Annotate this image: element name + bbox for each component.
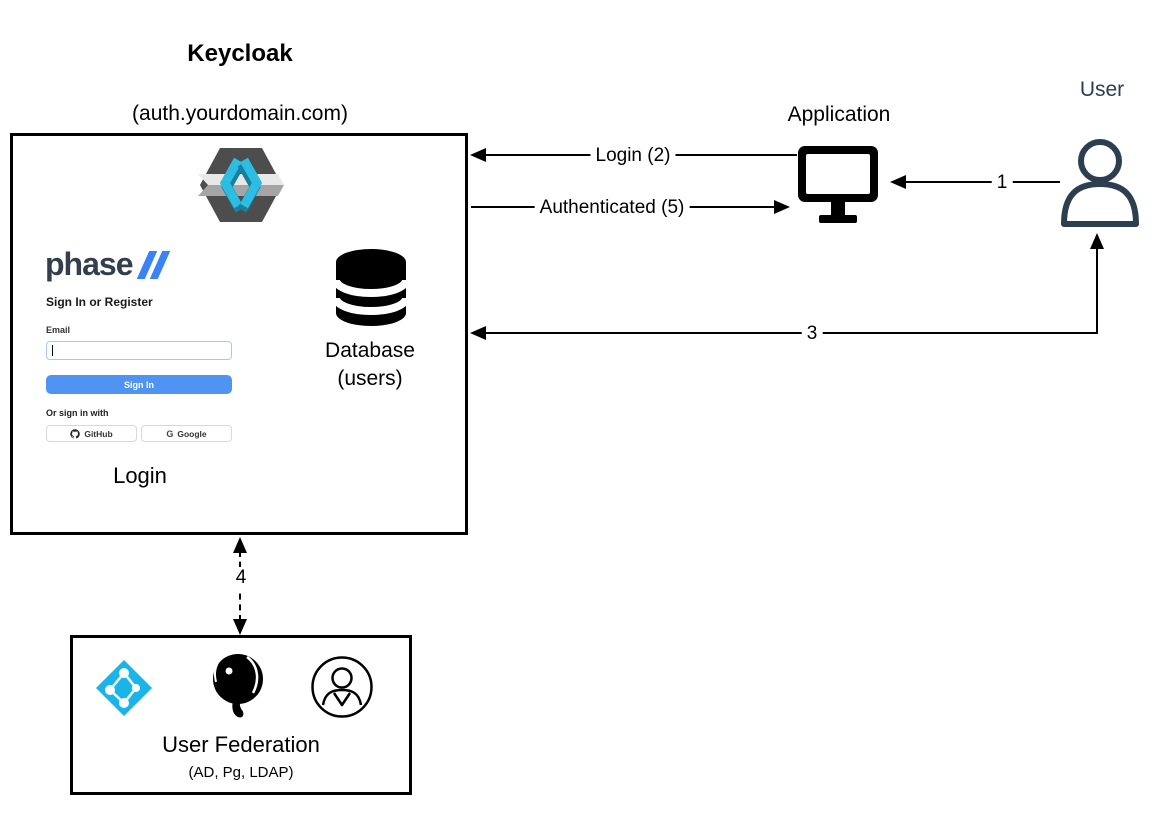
arrow-1-line <box>904 181 1060 183</box>
signin-heading: Sign In or Register <box>46 295 153 309</box>
arrow-3-head-up <box>1090 233 1104 249</box>
arrow-4-head-up <box>233 537 247 553</box>
keycloak-title: Keycloak <box>187 40 293 67</box>
github-button-label: GitHub <box>84 428 113 439</box>
github-button[interactable]: GitHub <box>46 425 137 442</box>
arrow-1-head <box>890 175 906 189</box>
arrow-3-vline <box>1096 248 1098 334</box>
azure-ad-icon <box>95 659 153 722</box>
sso-prompt: Or sign in with <box>46 408 109 418</box>
email-input[interactable] <box>46 341 232 360</box>
arrow-login-head <box>470 148 486 162</box>
user-icon <box>1059 137 1141 232</box>
keycloak-domain-subtitle: (auth.yourdomain.com) <box>132 102 348 125</box>
text-caret <box>52 345 53 356</box>
phase-logo-text: phase <box>45 245 133 282</box>
monitor-icon <box>797 145 879 228</box>
user-label: User <box>1079 78 1125 101</box>
database-label: Database <box>325 339 415 362</box>
user-federation-sublabel: (AD, Pg, LDAP) <box>188 764 294 781</box>
user-federation-label: User Federation <box>162 732 320 757</box>
phase-logo-slashes-icon <box>137 251 171 279</box>
postgresql-icon <box>208 652 268 727</box>
arrow-3-head-left <box>470 326 486 340</box>
keycloak-logo-icon <box>198 146 284 229</box>
arrow-4-label: 4 <box>232 567 250 589</box>
database-icon <box>332 247 410 336</box>
login-caption: Login <box>113 463 167 488</box>
arrow-authenticated-head <box>774 200 790 214</box>
arrow-3-label: 3 <box>801 323 823 345</box>
google-button[interactable]: G Google <box>141 425 232 442</box>
arrow-3-hline <box>484 332 1098 334</box>
sign-in-button[interactable]: Sign In <box>46 375 232 394</box>
application-label: Application <box>787 103 891 126</box>
arrow-4-head-down <box>233 619 247 635</box>
phase-logo: phase <box>45 244 171 284</box>
github-icon <box>70 428 81 439</box>
ldap-user-icon <box>310 655 374 724</box>
email-label: Email <box>46 325 71 335</box>
arrow-1-label: 1 <box>991 172 1013 194</box>
arrow-login-label: Login (2) <box>590 145 676 167</box>
google-icon: G <box>166 428 174 439</box>
database-sublabel: (users) <box>337 367 403 390</box>
arrow-authenticated-label: Authenticated (5) <box>534 197 690 219</box>
google-button-label: Google <box>177 428 207 439</box>
